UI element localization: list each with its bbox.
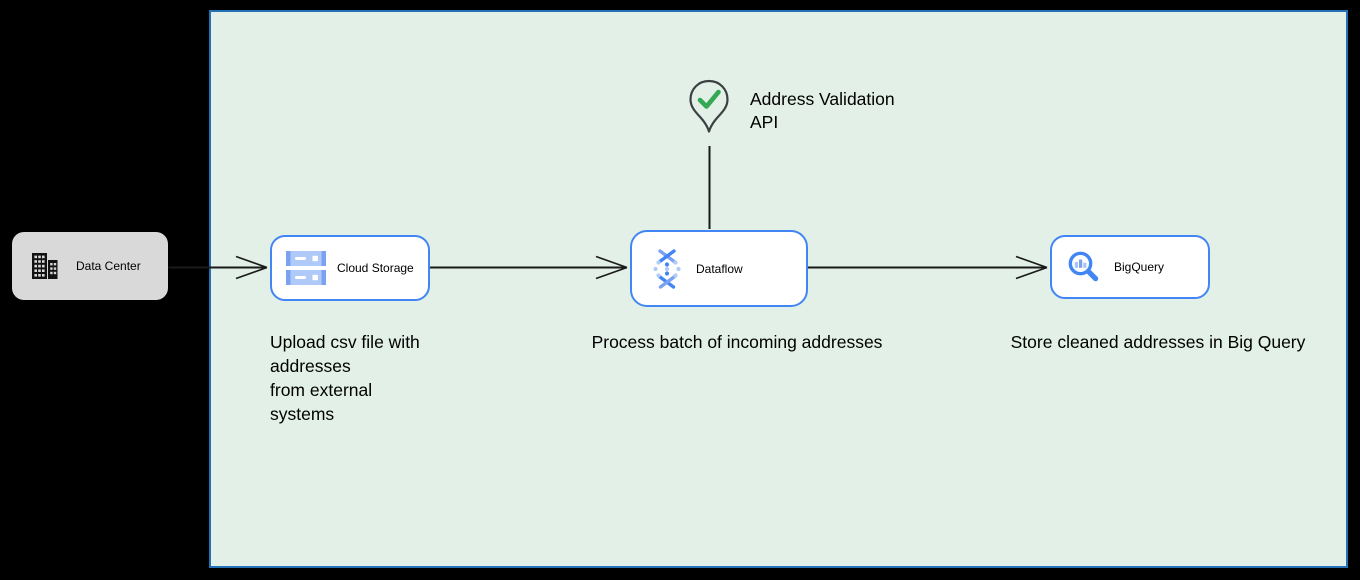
node-label: Cloud Storage — [337, 261, 414, 275]
cloud-storage-icon — [286, 251, 326, 285]
node-label: Dataflow — [696, 261, 743, 276]
node-bigquery[interactable]: BigQuery — [1050, 235, 1210, 299]
map-pin-check-icon — [689, 79, 729, 133]
building-icon — [32, 253, 58, 279]
node-data-center[interactable]: Data Center — [12, 232, 168, 300]
node-label: BigQuery — [1114, 260, 1165, 274]
node-cloud-storage[interactable]: Cloud Storage — [270, 235, 430, 301]
annotation-address-validation-api: Address Validation API — [750, 89, 895, 132]
caption-dataflow: Process batch of incoming addresses — [591, 332, 883, 352]
caption-cloud-storage: Upload csv file with addresses from exte… — [270, 332, 420, 424]
caption-bigquery: Store cleaned addresses in Big Query — [1010, 332, 1306, 352]
bigquery-icon — [1068, 251, 1099, 282]
dataflow-icon — [653, 248, 681, 289]
node-label: Data Center — [76, 259, 141, 273]
node-dataflow[interactable]: Dataflow — [630, 230, 808, 307]
